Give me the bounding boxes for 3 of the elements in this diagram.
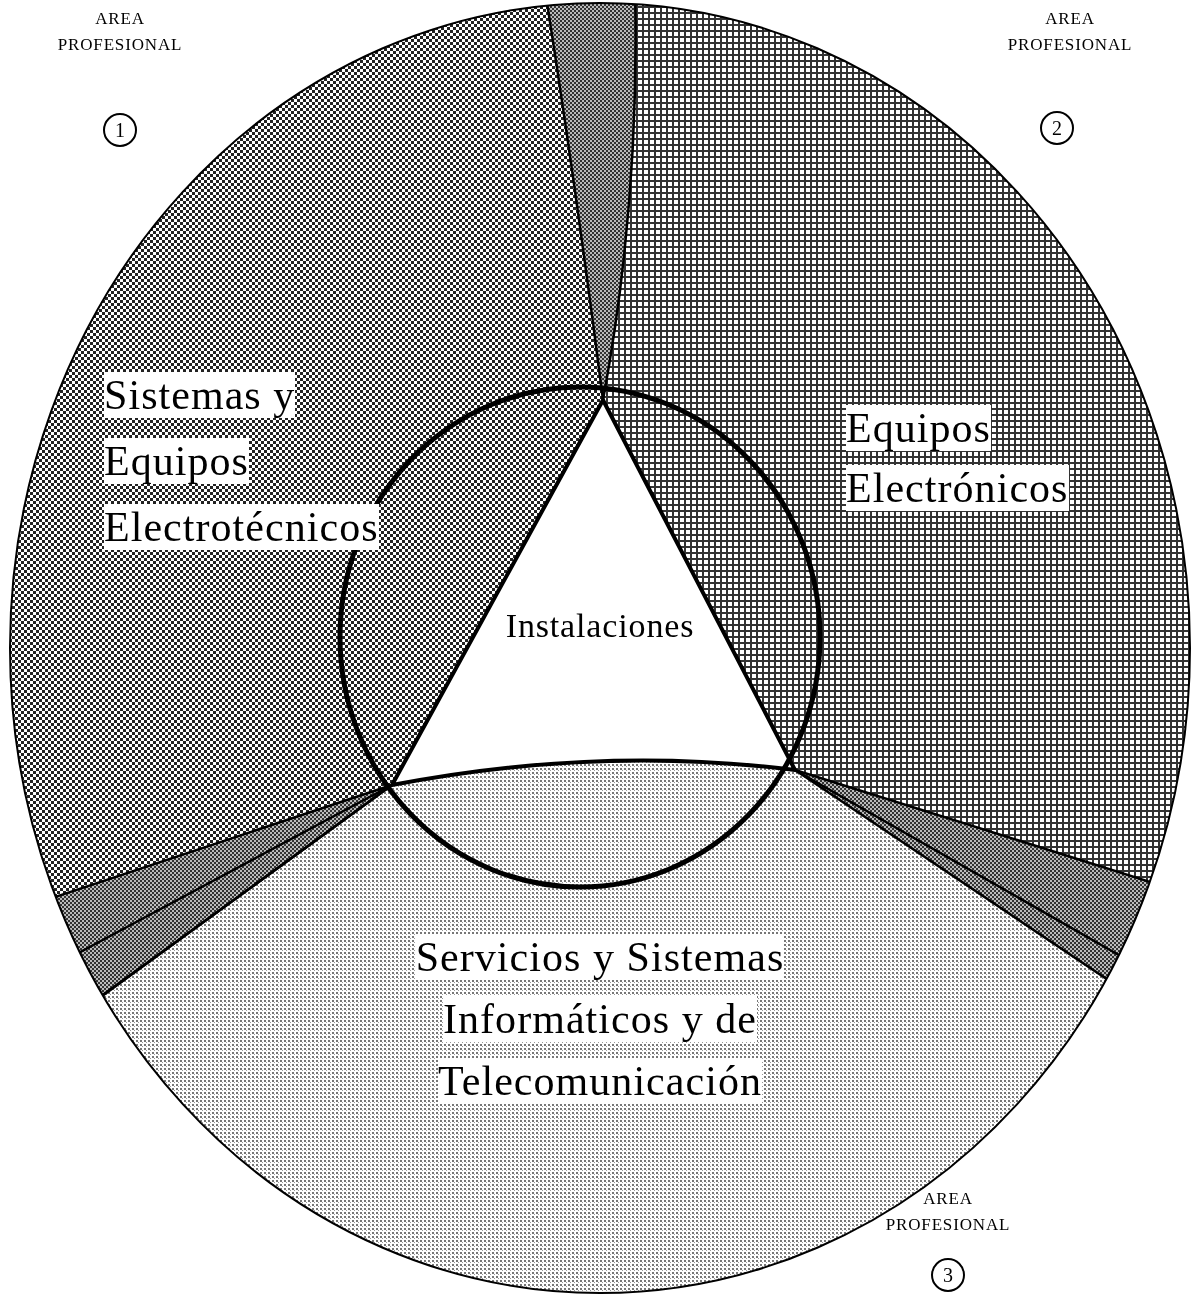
area-label: AREA PROFESIONAL <box>56 8 184 56</box>
area-label: AREA PROFESIONAL <box>884 1188 1012 1236</box>
area-label: AREA PROFESIONAL <box>1006 8 1134 56</box>
